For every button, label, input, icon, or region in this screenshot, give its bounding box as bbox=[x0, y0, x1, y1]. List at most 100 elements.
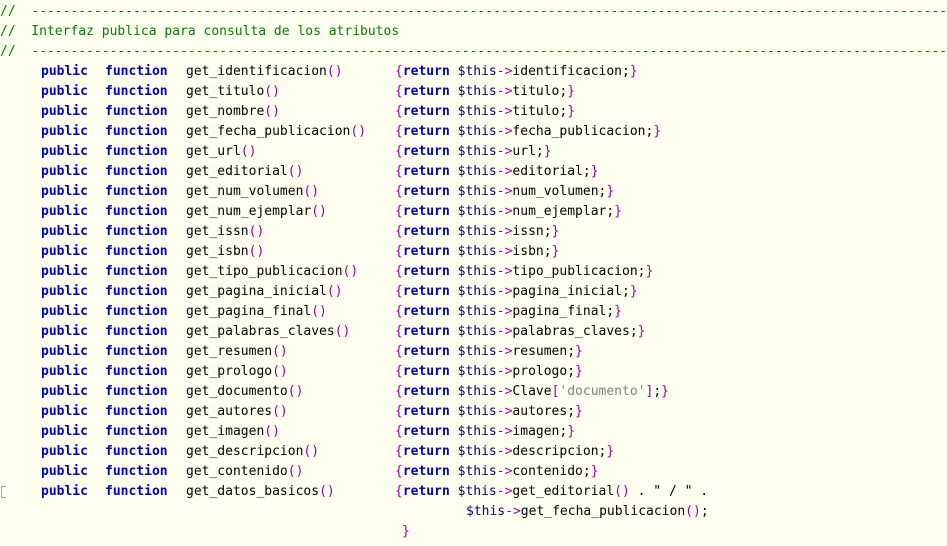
index-close: ] bbox=[645, 384, 654, 399]
keyword-return: return bbox=[402, 364, 450, 379]
method-name: get_pagina_final() bbox=[186, 302, 327, 322]
semicolon: ; bbox=[606, 304, 615, 319]
keyword-function: function bbox=[105, 404, 168, 419]
method-name: get_imagen() bbox=[186, 422, 280, 442]
keyword-function: function bbox=[105, 124, 168, 139]
keyword-function: function bbox=[105, 284, 168, 299]
keyword-function: function bbox=[105, 484, 168, 499]
method-parens: () bbox=[264, 104, 280, 119]
method-parens: () bbox=[264, 84, 280, 99]
arrow-operator: -> bbox=[496, 484, 513, 499]
method-name: get_pagina_inicial() bbox=[186, 282, 343, 302]
keyword-return: return bbox=[402, 244, 450, 259]
this-variable: $this bbox=[457, 364, 497, 379]
arrow-operator: -> bbox=[496, 244, 513, 259]
open-brace: { bbox=[395, 384, 403, 399]
semicolon: ; bbox=[622, 64, 630, 79]
property-name: identificacion bbox=[512, 64, 622, 79]
close-brace: } bbox=[567, 424, 576, 439]
semicolon: ; bbox=[567, 404, 576, 419]
open-brace: { bbox=[395, 324, 403, 339]
open-brace: { bbox=[395, 224, 403, 239]
method-identifier: get_editorial bbox=[186, 164, 288, 179]
arrow-operator: -> bbox=[496, 284, 513, 299]
open-brace: { bbox=[395, 404, 403, 419]
semicolon: ; bbox=[559, 104, 568, 119]
property-name: num_volumen bbox=[512, 184, 599, 199]
method-parens: () bbox=[326, 64, 343, 79]
property-name: palabras_claves bbox=[512, 324, 630, 339]
method-body: {return $this->editorial;} bbox=[395, 162, 599, 182]
keyword-function: function bbox=[105, 464, 168, 479]
keyword-public: public bbox=[41, 284, 88, 299]
keyword-public: public bbox=[41, 344, 88, 359]
arrow-operator: -> bbox=[496, 124, 513, 139]
index-open: [ bbox=[551, 384, 560, 399]
keyword-public: public bbox=[41, 264, 88, 279]
property-name: resumen bbox=[512, 344, 568, 359]
method-body: {return $this->imagen;} bbox=[395, 422, 575, 442]
property-name: tipo_publicacion bbox=[512, 264, 638, 279]
method-name: get_editorial() bbox=[186, 162, 303, 182]
method-identifier: get_pagina_final bbox=[186, 304, 312, 319]
method-parens: () bbox=[248, 224, 265, 239]
this-variable: $this bbox=[457, 84, 497, 99]
method-identifier: get_isbn bbox=[186, 244, 249, 259]
method-body: {return $this->num_ejemplar;} bbox=[395, 202, 622, 222]
call-parens: () bbox=[685, 504, 701, 519]
method-parens: () bbox=[311, 204, 327, 219]
close-brace: } bbox=[575, 404, 583, 419]
this-variable: $this bbox=[457, 464, 497, 479]
method-body: {return $this->identificacion;} bbox=[395, 62, 638, 82]
keyword-public: public bbox=[41, 484, 88, 499]
property-name: issn bbox=[512, 224, 544, 239]
keyword-function: function bbox=[105, 304, 168, 319]
close-brace: } bbox=[614, 304, 622, 319]
arrow-operator: -> bbox=[496, 224, 513, 239]
property-name: pagina_inicial bbox=[512, 284, 622, 299]
method-identifier: get_titulo bbox=[186, 84, 265, 99]
open-brace: { bbox=[395, 344, 403, 359]
keyword-function: function bbox=[105, 224, 168, 239]
keyword-return: return bbox=[402, 164, 450, 179]
method-parens: () bbox=[272, 344, 288, 359]
method-name: get_palabras_claves() bbox=[186, 322, 350, 342]
keyword-return: return bbox=[402, 224, 450, 239]
method-name: get_prologo() bbox=[186, 362, 288, 382]
method-body: {return $this->isbn;} bbox=[395, 242, 559, 262]
property-name: pagina_final bbox=[512, 304, 607, 319]
open-brace: { bbox=[395, 64, 403, 79]
keyword-return: return bbox=[402, 84, 450, 99]
method-parens: () bbox=[272, 404, 288, 419]
open-brace: { bbox=[395, 284, 403, 299]
keyword-function: function bbox=[105, 444, 168, 459]
method-body: {return $this->pagina_final;} bbox=[395, 302, 622, 322]
arrow-operator: -> bbox=[496, 384, 513, 399]
keyword-function: function bbox=[105, 184, 168, 199]
method-name: get_tipo_publicacion() bbox=[186, 262, 358, 282]
method-name: get_nombre() bbox=[186, 102, 280, 122]
semicolon: ; bbox=[645, 124, 654, 139]
method-identifier: get_prologo bbox=[186, 364, 273, 379]
keyword-public: public bbox=[41, 244, 88, 259]
close-brace: } bbox=[637, 324, 646, 339]
comment-separator-top: // -------------------------------------… bbox=[0, 4, 947, 19]
open-brace: { bbox=[395, 184, 403, 199]
close-brace: } bbox=[567, 104, 576, 119]
arrow-operator: -> bbox=[496, 304, 513, 319]
method-identifier: get_fecha_publicacion bbox=[186, 124, 351, 139]
editor-gutter bbox=[0, 0, 8, 546]
arrow-operator: -> bbox=[496, 64, 513, 79]
keyword-public: public bbox=[41, 424, 88, 439]
semicolon: ; bbox=[606, 204, 615, 219]
open-brace: { bbox=[395, 124, 403, 139]
keyword-public: public bbox=[41, 304, 88, 319]
fold-marker-icon[interactable] bbox=[1, 486, 6, 498]
method-identifier: get_datos_basicos bbox=[186, 484, 320, 499]
method-identifier: get_imagen bbox=[186, 424, 265, 439]
method-body: {return $this->get_editorial() . " / " . bbox=[395, 482, 708, 502]
method-parens: () bbox=[342, 264, 359, 279]
property-name: contenido bbox=[512, 464, 583, 479]
semicolon: ; bbox=[653, 384, 662, 399]
close-brace: } bbox=[575, 344, 583, 359]
